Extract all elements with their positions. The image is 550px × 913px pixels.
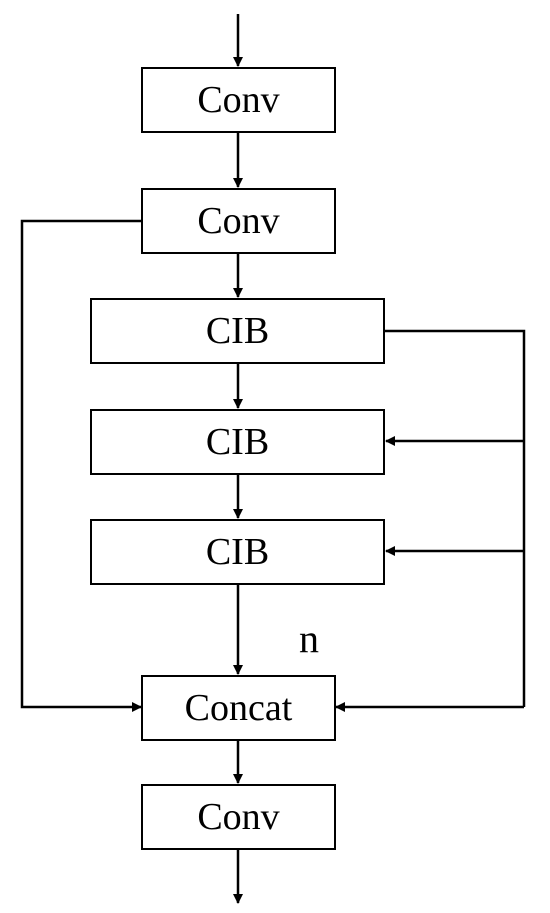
concat-block: Concat — [141, 675, 336, 741]
conv2-skip-to-concat-arrow — [20, 219, 142, 712]
cib-block-3: CIB — [90, 519, 385, 585]
cib-block-1: CIB — [90, 298, 385, 364]
cib-block-2: CIB — [90, 409, 385, 475]
cib1-right-bus — [384, 329, 526, 707]
conv-block-1: Conv — [141, 67, 336, 133]
repeat-count-label: n — [299, 616, 319, 661]
conv-block-3: Conv — [141, 784, 336, 850]
conv-block-2: Conv — [141, 188, 336, 254]
